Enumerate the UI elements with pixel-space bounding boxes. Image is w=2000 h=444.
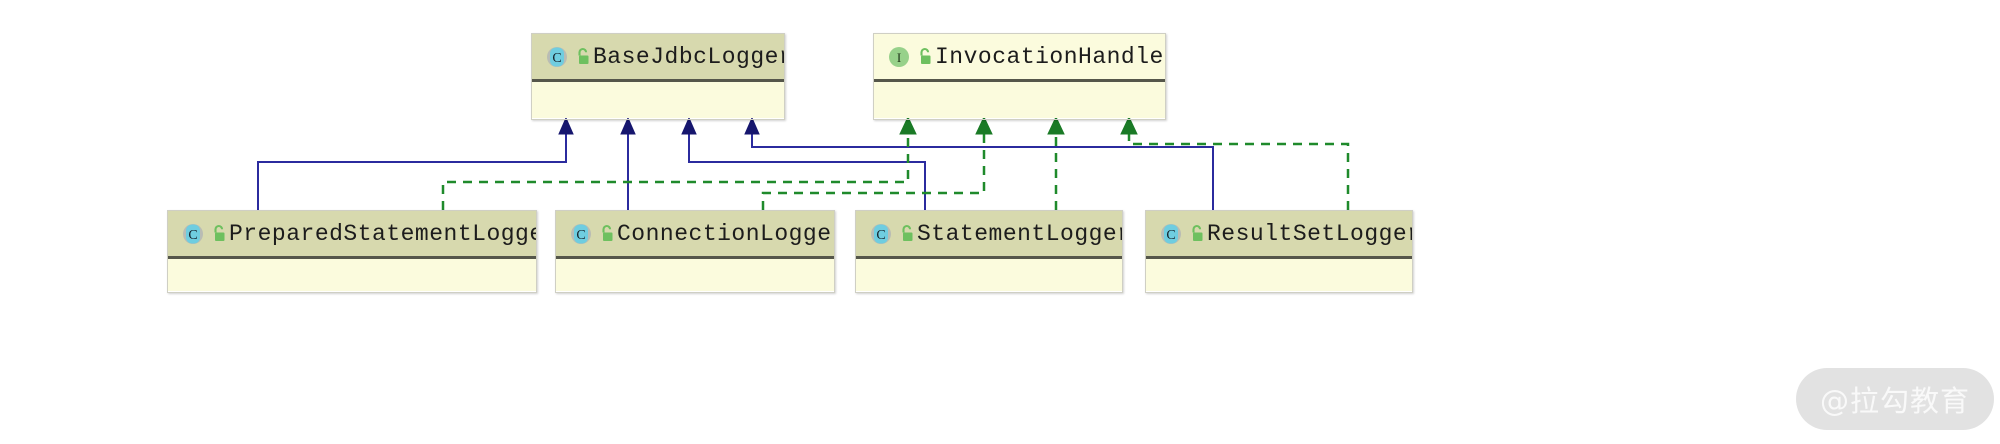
- class-members-compartment: [168, 259, 536, 291]
- uml-class-basejdbclogger[interactable]: C BaseJdbcLogger: [531, 33, 785, 120]
- watermark: @拉勾教育: [1796, 368, 1994, 430]
- uml-interface-invocationhandler[interactable]: I InvocationHandler: [873, 33, 1166, 120]
- class-members-compartment: [556, 259, 834, 291]
- edge-connectionlogger-invocationhandler: [761, 115, 993, 210]
- class-name: ConnectionLogger: [617, 220, 835, 247]
- class-icon: C: [1161, 223, 1181, 244]
- icon-group: C: [1158, 221, 1207, 247]
- class-icon: C: [183, 223, 203, 244]
- class-members-compartment: [532, 82, 784, 118]
- icon-group: C: [544, 44, 593, 70]
- class-header: C PreparedStatementLogger: [168, 211, 536, 259]
- edge-preparedstatementlogger-basejdbclogger: [257, 116, 574, 210]
- interface-members-compartment: [874, 82, 1165, 118]
- class-header: C BaseJdbcLogger: [532, 34, 784, 82]
- edge-resultsetlogger-invocationhandler: [1120, 115, 1350, 210]
- class-icon: C: [547, 46, 567, 67]
- class-name: ResultSetLogger: [1207, 220, 1413, 247]
- svg-text:C: C: [1166, 228, 1175, 243]
- edge-statementlogger-invocationhandler: [1047, 115, 1065, 210]
- class-icon: C: [871, 223, 891, 244]
- unlocked-padlock-icon: [920, 47, 931, 64]
- class-members-compartment: [1146, 259, 1412, 291]
- icon-group: C: [568, 221, 617, 247]
- uml-class-resultsetlogger[interactable]: C ResultSetLogger: [1145, 210, 1413, 293]
- class-name: BaseJdbcLogger: [593, 43, 785, 70]
- icon-group: C: [868, 221, 917, 247]
- edge-resultsetlogger-basejdbclogger: [744, 116, 1214, 210]
- edge-preparedstatementlogger-invocationhandler: [441, 115, 917, 210]
- icon-group: C: [180, 221, 229, 247]
- svg-text:I: I: [897, 50, 901, 65]
- class-header: C ResultSetLogger: [1146, 211, 1412, 259]
- edge-statementlogger-basejdbclogger: [681, 116, 926, 210]
- edge-connectionlogger-basejdbclogger: [620, 116, 636, 210]
- class-members-compartment: [856, 259, 1122, 291]
- uml-class-preparedstatementlogger[interactable]: C PreparedStatementLogger: [167, 210, 537, 293]
- uml-class-statementlogger[interactable]: C StatementLogger: [855, 210, 1123, 293]
- interface-icon: I: [889, 46, 909, 67]
- unlocked-padlock-icon: [578, 47, 589, 64]
- unlocked-padlock-icon: [214, 224, 225, 241]
- unlocked-padlock-icon: [902, 224, 913, 241]
- unlocked-padlock-icon: [602, 224, 613, 241]
- class-icon: C: [571, 223, 591, 244]
- uml-class-connectionlogger[interactable]: C ConnectionLogger: [555, 210, 835, 293]
- class-header: C StatementLogger: [856, 211, 1122, 259]
- interface-name: InvocationHandler: [935, 43, 1166, 70]
- class-name: PreparedStatementLogger: [229, 220, 537, 247]
- class-header: C ConnectionLogger: [556, 211, 834, 259]
- unlocked-padlock-icon: [1192, 224, 1203, 241]
- svg-text:C: C: [576, 228, 585, 243]
- class-name: StatementLogger: [917, 220, 1123, 247]
- svg-text:C: C: [552, 51, 561, 66]
- svg-text:C: C: [876, 228, 885, 243]
- svg-text:C: C: [188, 228, 197, 243]
- interface-header: I InvocationHandler: [874, 34, 1165, 82]
- icon-group: I: [886, 44, 935, 70]
